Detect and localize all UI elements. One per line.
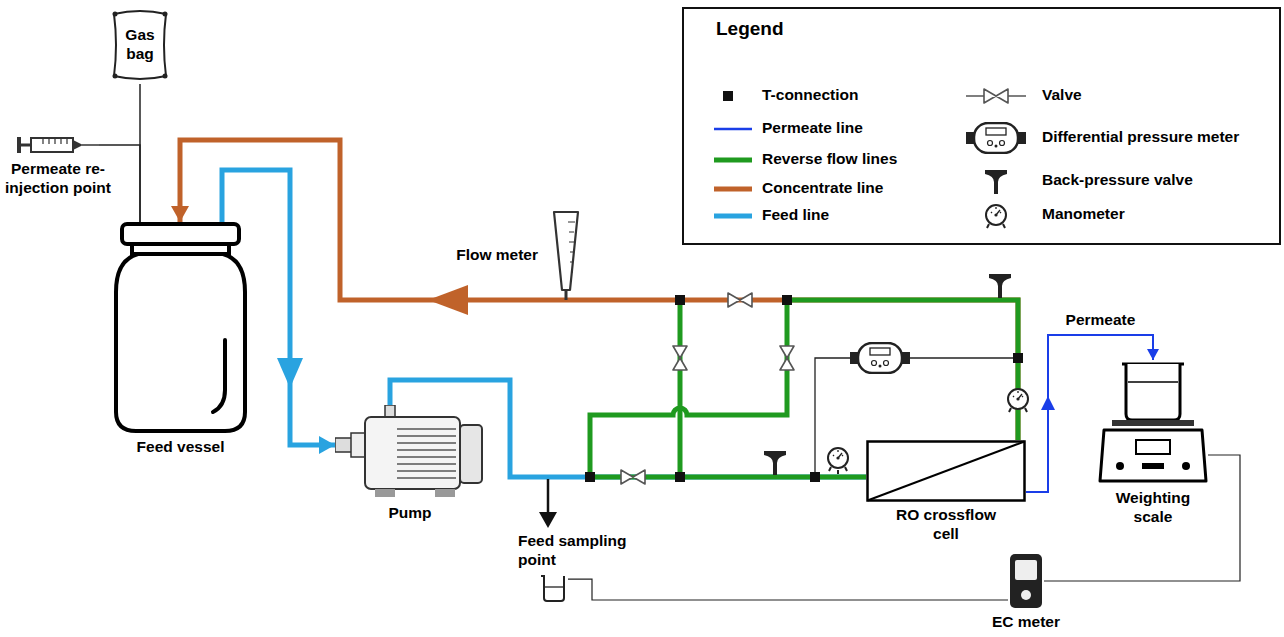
legend-entry: Permeate line (762, 119, 863, 138)
ro-cell-node: RO crossflow cell (866, 440, 1026, 543)
legend-box (683, 8, 1280, 244)
node-label: Feed sampling point (518, 532, 656, 569)
flow-meter-node: Flow meter (420, 210, 580, 300)
weighting-scale-node: Weighting scale (1098, 360, 1208, 526)
node-label: Pump (335, 504, 485, 523)
valves (621, 293, 794, 484)
sample-beaker (540, 573, 568, 603)
node-label: Flow meter (456, 246, 538, 265)
legend-entry: Differential pressure meter (1042, 128, 1239, 147)
legend-entry: Feed line (762, 206, 829, 225)
flow-meter-tube (552, 210, 580, 300)
node-label: Permeate re-injection point (4, 160, 112, 197)
feed-sampling-point-node: Feed sampling point (518, 532, 658, 603)
legend-entry: Valve (1042, 86, 1082, 105)
permeate-flow-arrow (1041, 396, 1055, 410)
legend-entry: Reverse flow lines (762, 150, 897, 169)
syringe (17, 134, 99, 156)
legend-entry: T-connection (762, 86, 858, 105)
feed-vessel-node: Feed vessel (113, 222, 248, 457)
pipe-connector (568, 579, 1008, 600)
legend-entry: Back-pressure valve (1042, 171, 1193, 190)
feed-flow-arrow (277, 358, 303, 388)
gas-bag-node: Gas bag (108, 6, 172, 84)
node-label: RO crossflow cell (885, 506, 1007, 543)
ro-crossflow-cell (866, 440, 1026, 502)
ec-meter-device (1008, 553, 1044, 609)
ec-meter-node: EC meter (986, 553, 1066, 632)
pipe-connector (139, 84, 141, 222)
node-label: Weighting scale (1098, 489, 1208, 526)
legend-entry: Manometer (1042, 205, 1125, 224)
weighting-scale (1098, 360, 1208, 485)
legend-title: Legend (716, 18, 784, 41)
feed-vessel-jar (113, 222, 248, 434)
concentrate-flow-arrow (428, 285, 468, 315)
reinjection-syringe-node: Permeate re-injection point (2, 134, 114, 197)
node-label: EC meter (986, 613, 1066, 632)
pipe-connector (180, 140, 1018, 440)
node-label: Gas bag (115, 26, 165, 63)
node-label: Feed vessel (113, 438, 248, 457)
pump-node: Pump (335, 405, 485, 523)
pump-motor (335, 405, 485, 500)
legend-entry: Concentrate line (762, 179, 883, 198)
edge-label: Permeate (1063, 311, 1139, 330)
sampling-arrow (539, 479, 557, 528)
differential-pressure-meter (850, 343, 910, 373)
